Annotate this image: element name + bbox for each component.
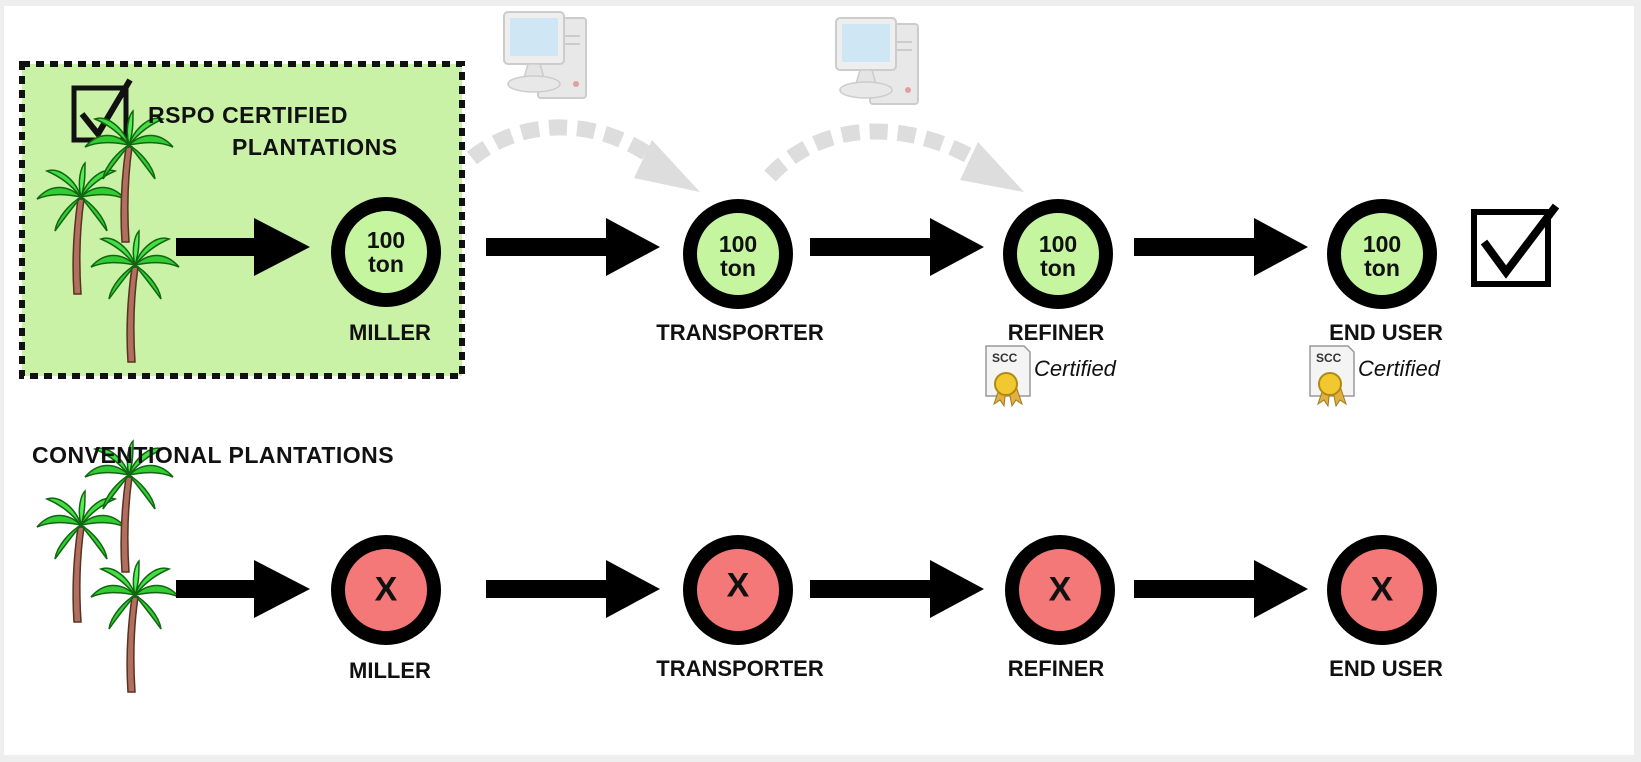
palm-tree-icon bbox=[90, 560, 180, 693]
tonnage-value: 100 bbox=[1038, 231, 1078, 257]
flow-arrow bbox=[810, 218, 984, 276]
tonnage-value: 100 bbox=[366, 227, 406, 253]
stage-label-refiner: REFINER bbox=[1007, 320, 1105, 345]
tonnage-unit: ton bbox=[720, 255, 756, 281]
node-refiner-certified bbox=[1003, 199, 1113, 309]
node-tonnage: 100 ton bbox=[367, 228, 405, 276]
certified-label: Certified bbox=[1358, 356, 1440, 381]
stage-label-end-user: END USER bbox=[1329, 656, 1443, 681]
certified-label: Certified bbox=[1034, 356, 1116, 381]
diagram-canvas: RSPO CERTIFIED PLANTATIONS CONVENTIONAL … bbox=[4, 6, 1634, 755]
flow-arrow bbox=[1134, 218, 1308, 276]
node-reject-mark: X bbox=[726, 566, 750, 605]
tonnage-value: 100 bbox=[718, 231, 758, 257]
node-reject-mark: X bbox=[374, 570, 398, 609]
computer-icon bbox=[835, 17, 919, 105]
stage-label-end-user: END USER bbox=[1329, 320, 1443, 345]
supply-chain-diagram bbox=[19, 11, 1560, 693]
palm-tree-icon bbox=[36, 490, 126, 623]
node-miller-conventional bbox=[331, 535, 441, 645]
scc-badge-text: SCC bbox=[992, 351, 1018, 365]
tonnage-unit: ton bbox=[1040, 255, 1076, 281]
stage-label-miller: MILLER bbox=[349, 320, 431, 345]
stage-label-transporter: TRANSPORTER bbox=[656, 656, 824, 681]
node-transporter-certified bbox=[683, 199, 793, 309]
certified-group-title-line1: RSPO CERTIFIED bbox=[148, 102, 348, 128]
flow-arrow bbox=[176, 218, 310, 276]
tonnage-unit: ton bbox=[1364, 255, 1400, 281]
computer-icon bbox=[503, 11, 587, 99]
scc-badge-text: SCC bbox=[1316, 351, 1342, 365]
flow-arrow bbox=[486, 218, 660, 276]
node-reject-mark: X bbox=[1370, 570, 1394, 609]
conventional-group-title: CONVENTIONAL PLANTATIONS bbox=[32, 442, 395, 468]
node-transporter-conventional bbox=[683, 535, 793, 645]
dashed-curved-arrow-icon bbox=[764, 123, 1024, 192]
flow-arrow bbox=[810, 560, 984, 618]
flow-arrow bbox=[1134, 560, 1308, 618]
node-end-user-conventional bbox=[1327, 535, 1437, 645]
node-tonnage: 100 ton bbox=[719, 232, 757, 280]
node-refiner-conventional bbox=[1005, 535, 1115, 645]
flow-arrow bbox=[176, 560, 310, 618]
stage-label-refiner: REFINER bbox=[1007, 656, 1105, 681]
dashed-curved-arrow-icon bbox=[466, 119, 700, 192]
tonnage-value: 100 bbox=[1362, 231, 1402, 257]
node-tonnage: 100 ton bbox=[1363, 232, 1401, 280]
stage-label-transporter: TRANSPORTER bbox=[656, 320, 824, 345]
node-tonnage: 100 ton bbox=[1039, 232, 1077, 280]
flow-arrow bbox=[486, 560, 660, 618]
node-miller-certified bbox=[331, 197, 441, 307]
checkbox-checked-icon bbox=[1471, 203, 1560, 287]
node-reject-mark: X bbox=[1048, 570, 1072, 609]
stage-label-miller: MILLER bbox=[349, 658, 431, 683]
node-end-user-certified bbox=[1327, 199, 1437, 309]
certified-group-title-line2: PLANTATIONS bbox=[232, 134, 398, 160]
tonnage-unit: ton bbox=[368, 251, 404, 277]
